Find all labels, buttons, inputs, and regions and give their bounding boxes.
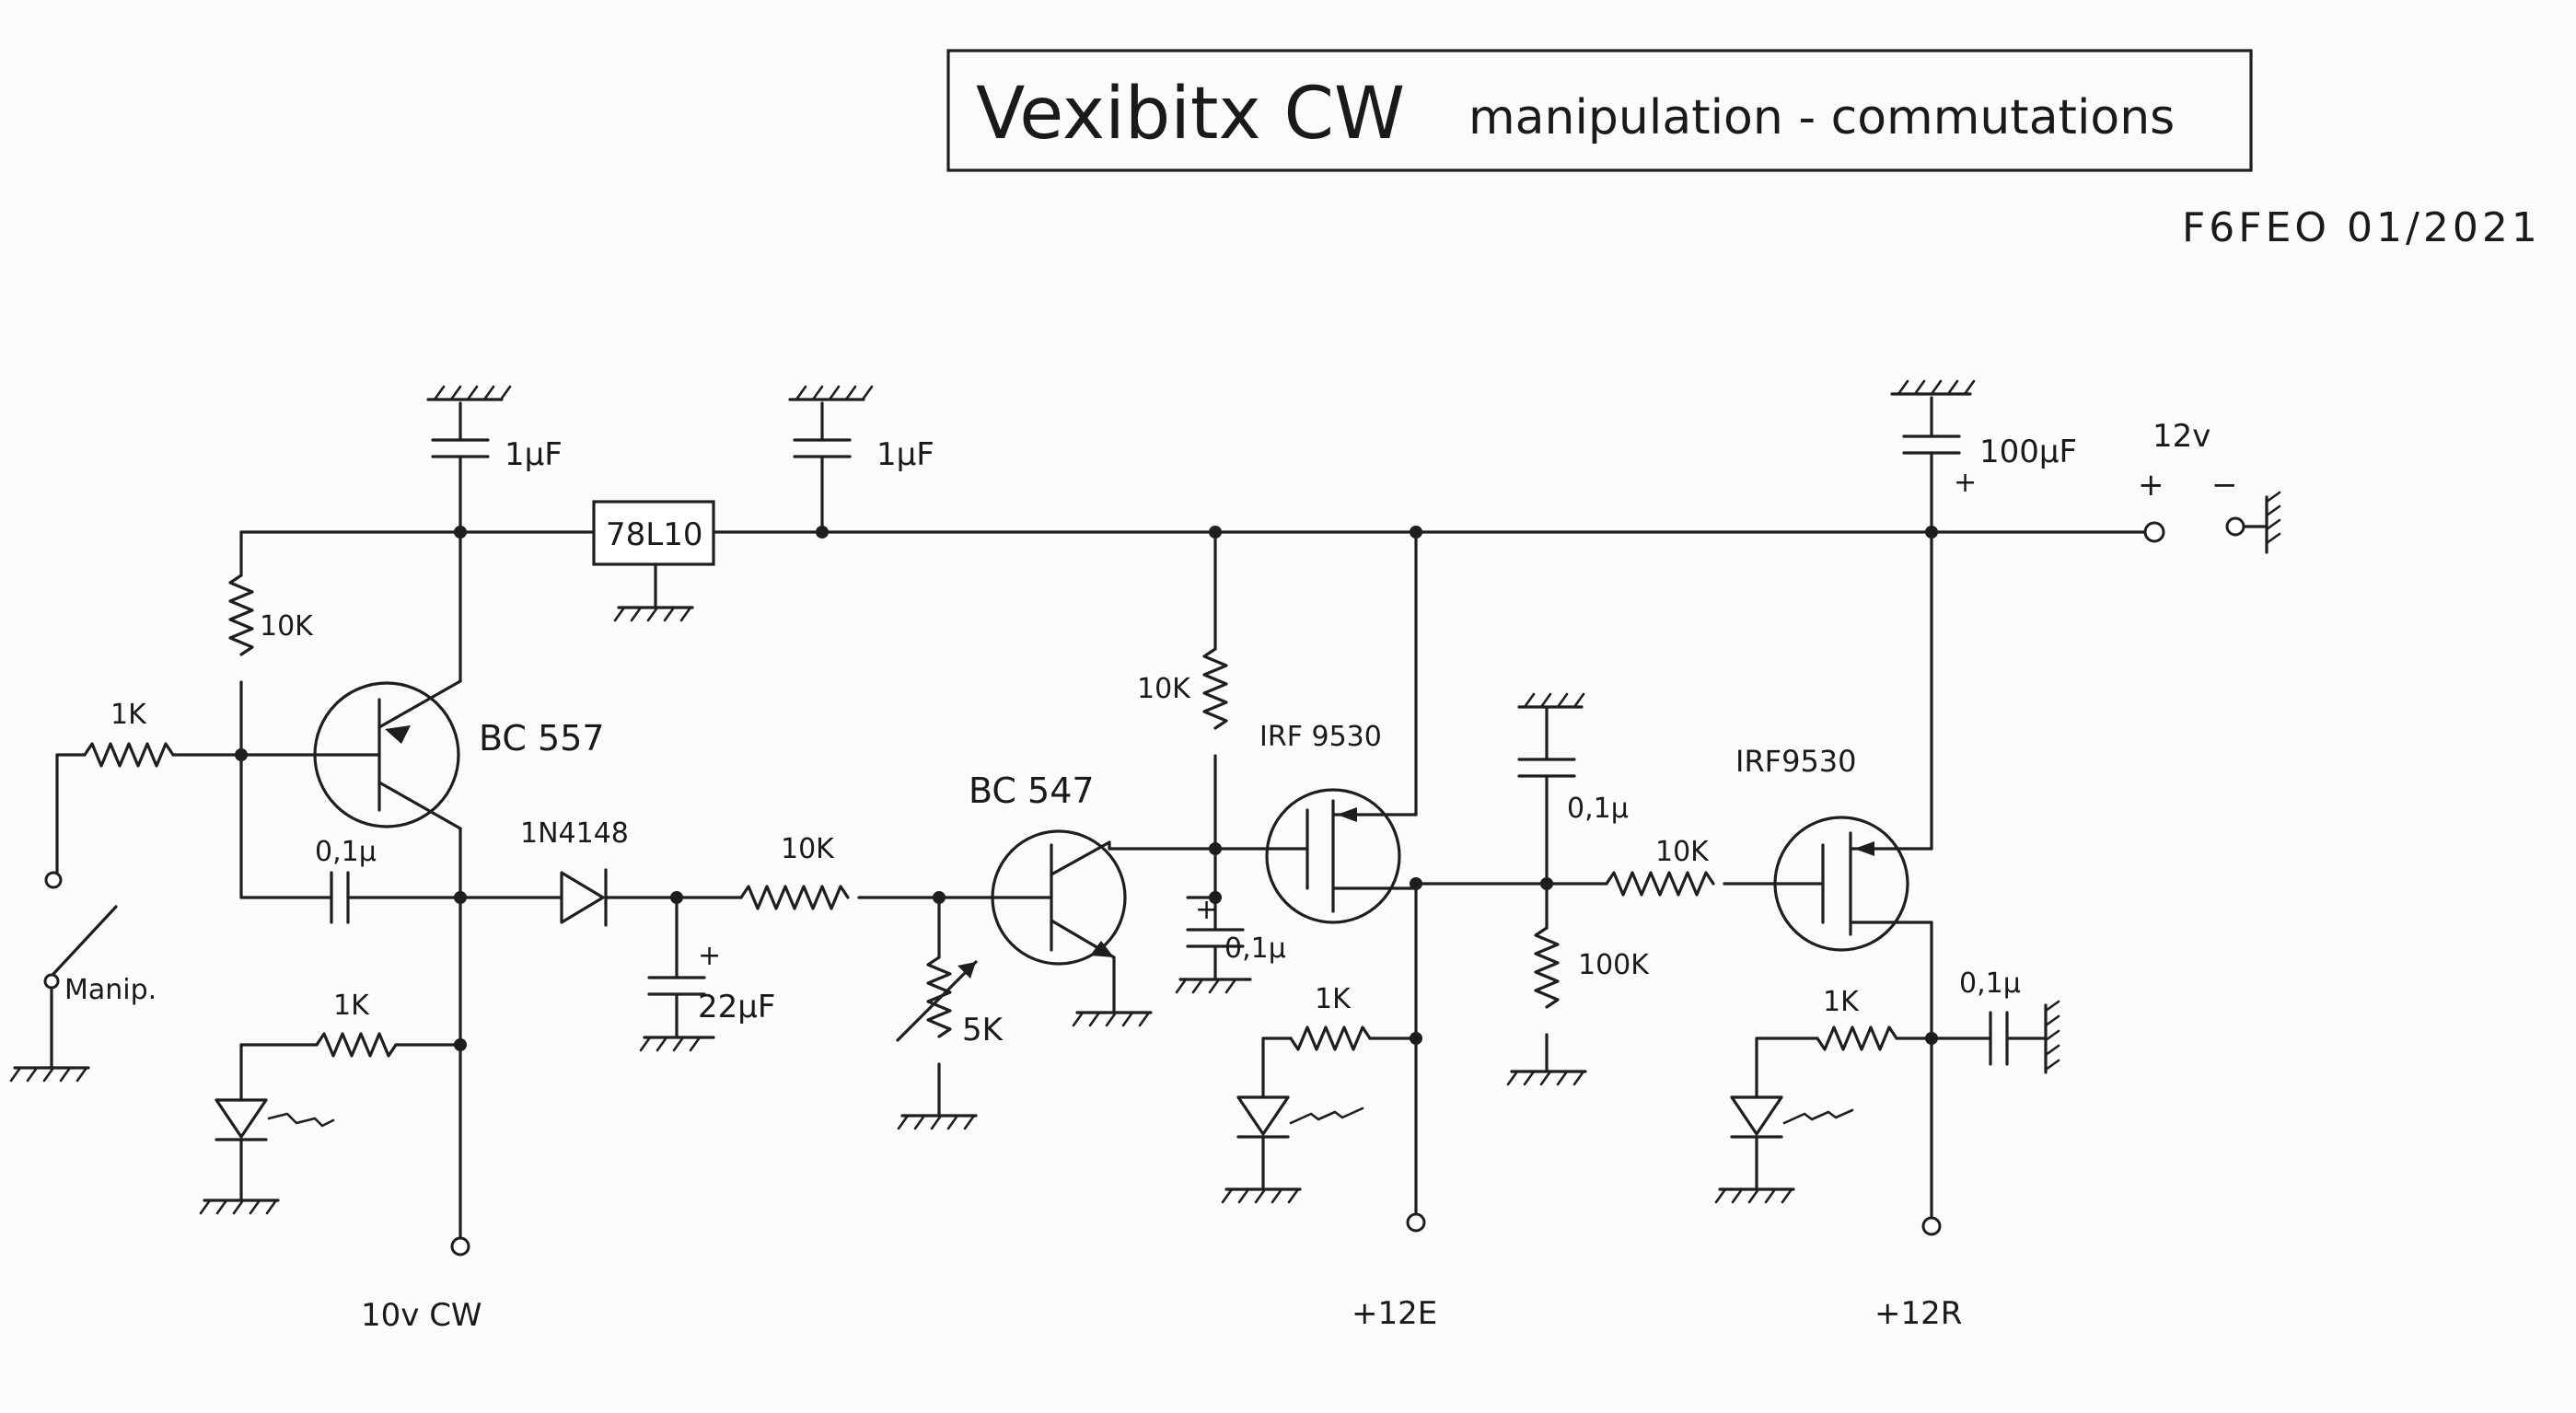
capacitor-100uf: + 100µF	[1890, 379, 2077, 534]
title-box	[946, 49, 2253, 172]
pot-5k-label: 5K	[962, 1012, 1004, 1048]
bc547-label: BC 547	[969, 770, 1095, 811]
cap-01u-b-label: 0,1µ	[1224, 932, 1286, 965]
supply-minus: −	[2211, 467, 2238, 504]
regulator-label: 78L10	[606, 516, 702, 553]
supply-plus: +	[2138, 467, 2164, 504]
capacitor-1uf-right: 1µF	[788, 385, 934, 534]
resistor-1k-led-b-label: 1K	[1823, 986, 1860, 1018]
transistor-bc557: BC 557	[239, 530, 605, 1240]
manip-label: Manip.	[64, 974, 157, 1006]
capacitor-01u-c: 0,1µ	[1517, 692, 1629, 890]
output-12e-label: +12E	[1352, 1295, 1437, 1332]
resistor-10k-series: 10K	[675, 833, 996, 910]
resistor-10k-gate-label: 10K	[1655, 836, 1710, 868]
transistor-bc547: BC 547	[969, 770, 1217, 1027]
capacitor-1uf-left: 1µF	[426, 385, 563, 534]
cap-100uf-label: 100µF	[1979, 434, 2077, 470]
capacitor-01u-d: 0,1µ	[1930, 967, 2060, 1074]
author-date: F6FEO 01/2021	[2182, 204, 2541, 251]
top-rail	[239, 521, 2165, 543]
bc557-label: BC 557	[479, 718, 605, 759]
cap-01u-a-label: 0,1µ	[315, 836, 377, 868]
cap-01u-b-plus: +	[1195, 894, 1218, 926]
diode-label: 1N4148	[520, 817, 629, 850]
output-10v-cw: 10v CW	[361, 1236, 482, 1334]
supply-terminal	[2143, 521, 2165, 543]
cap-22uf-plus: +	[698, 940, 721, 972]
irf9530-a-label: IRF 9530	[1259, 721, 1382, 753]
cap-01u-d-label: 0,1µ	[1959, 967, 2021, 1000]
cap-100uf-plus: +	[1954, 467, 1977, 499]
resistor-100k-label: 100K	[1578, 949, 1650, 981]
supply-12v: 12v + −	[2138, 418, 2281, 554]
mosfet-irf9530-a: IRF 9530	[1213, 530, 1549, 1217]
regulator-78l10: 78L10	[592, 500, 715, 622]
irf9530-b-label: IRF9530	[1735, 744, 1857, 779]
cap-22uf-label: 22µF	[698, 989, 775, 1025]
cap-01u-c-label: 0,1µ	[1567, 793, 1629, 825]
resistor-1k-input: 1K	[55, 699, 243, 876]
resistor-10k-collector: 10K	[1137, 530, 1228, 932]
resistor-10k-gate: 10K	[1545, 836, 1825, 897]
supply-12v-label: 12v	[2152, 418, 2210, 455]
mosfet-irf9530-b: IRF9530	[1735, 530, 1933, 1219]
output-12r-label: +12R	[1874, 1295, 1962, 1332]
capacitor-22uf: + 22µF	[639, 896, 775, 1052]
cap-1uf-right-label: 1µF	[876, 436, 934, 473]
capacitor-01u-b: + 0,1µ	[1175, 894, 1286, 994]
resistor-1k-input-label: 1K	[110, 699, 147, 731]
title-main: Vexibitx CW	[976, 73, 1405, 156]
manip-key-switch: Manip.	[9, 871, 157, 1083]
title-sub: manipulation - commutations	[1468, 90, 2175, 145]
resistor-1k-led-left-label: 1K	[333, 990, 370, 1022]
potentiometer-5k: 5K	[896, 896, 1004, 1130]
capacitor-01u-a: 0,1µ	[239, 836, 467, 924]
resistor-10k-series-label: 10K	[781, 833, 835, 865]
resistor-10k-bias-label: 10K	[260, 610, 314, 643]
led-irf-b: 1K	[1714, 986, 1938, 1204]
resistor-10k-bias: 10K	[228, 530, 314, 899]
resistor-1k-led-a-label: 1K	[1315, 983, 1352, 1015]
resistor-10k-collector-label: 10K	[1137, 673, 1191, 705]
output-10v-cw-label: 10v CW	[361, 1297, 482, 1334]
output-12r: +12R	[1874, 1216, 1962, 1332]
led-left: 1K	[199, 990, 467, 1215]
diode-1n4148: 1N4148	[458, 817, 683, 927]
led-irf-a: 1K	[1221, 983, 1422, 1204]
cap-1uf-left-label: 1µF	[505, 436, 563, 473]
output-12e: +12E	[1352, 1212, 1437, 1332]
resistor-100k: 100K	[1506, 882, 1650, 1086]
